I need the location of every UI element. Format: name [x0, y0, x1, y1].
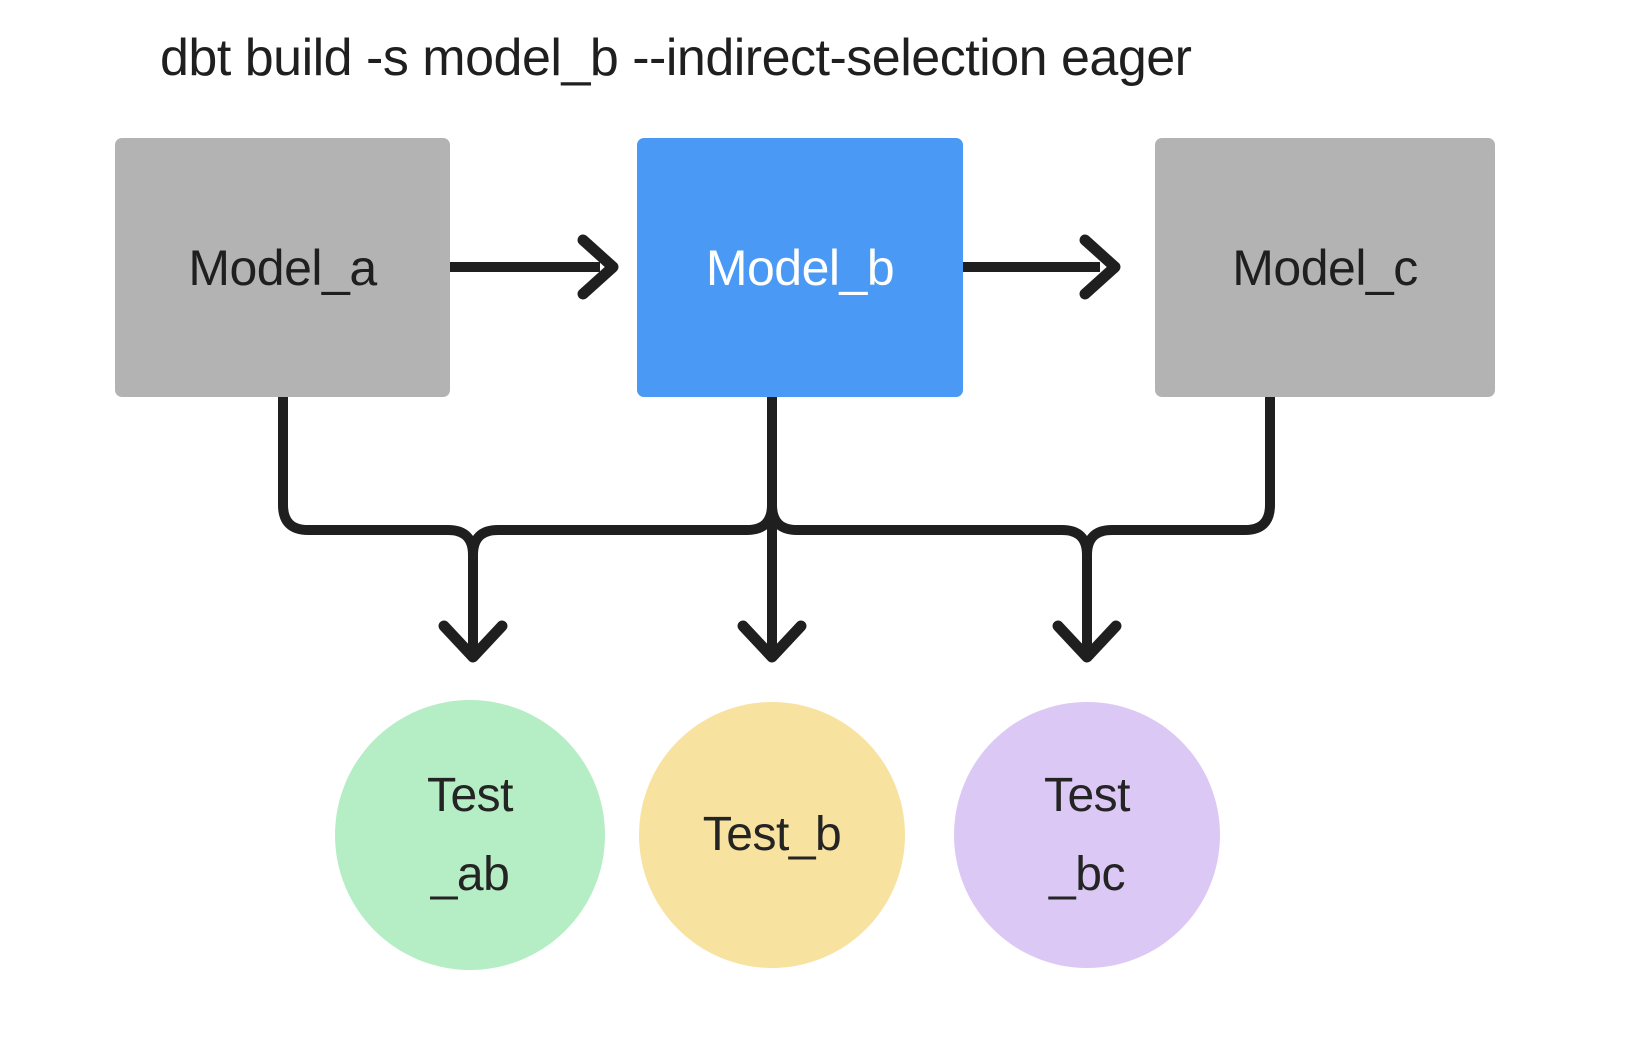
- arrowhead-down-icon: [1052, 620, 1122, 663]
- edge-path: [468, 392, 777, 560]
- diagram-title: dbt build -s model_b --indirect-selectio…: [160, 29, 1192, 87]
- edge-path: [278, 392, 478, 655]
- node-test-bc-label-line2: _bc: [1049, 848, 1125, 901]
- edge-model-a-to-test-ab: [278, 392, 478, 655]
- node-test-ab[interactable]: Test _ab: [335, 700, 605, 970]
- node-test-b-label-line1: Test_b: [702, 808, 842, 862]
- node-model-b[interactable]: Model_b: [637, 138, 963, 397]
- arrowhead-right-icon: [1079, 234, 1121, 300]
- node-test-bc[interactable]: Test _bc: [954, 702, 1220, 968]
- arrowhead-right-icon: [577, 234, 619, 300]
- node-test-ab-label-line1: Test: [426, 768, 514, 822]
- edge-model-c-to-test-bc: [1052, 392, 1275, 663]
- edge-model-b-to-test-b: [737, 397, 807, 663]
- edge-model-b-to-test-ab: [438, 392, 777, 663]
- node-model-b-label: Model_b: [705, 239, 895, 296]
- edge-path: [767, 392, 1092, 655]
- node-test-b[interactable]: Test_b: [639, 702, 905, 968]
- arrowhead-down-icon: [737, 620, 807, 663]
- node-model-a[interactable]: Model_a: [115, 138, 450, 397]
- node-model-c-label: Model_c: [1232, 239, 1418, 296]
- node-model-c[interactable]: Model_c: [1155, 138, 1495, 397]
- node-test-ab-label-line2: _ab: [430, 848, 510, 901]
- edge-model-a-to-model-b: [450, 234, 619, 300]
- edge-model-b-to-test-bc: [767, 392, 1092, 655]
- node-model-a-label: Model_a: [188, 239, 377, 296]
- node-test-bc-label-line1: Test: [1043, 768, 1131, 822]
- arrowhead-down-icon: [438, 620, 508, 663]
- edge-model-b-to-model-c: [963, 234, 1121, 300]
- edge-path: [1082, 392, 1275, 560]
